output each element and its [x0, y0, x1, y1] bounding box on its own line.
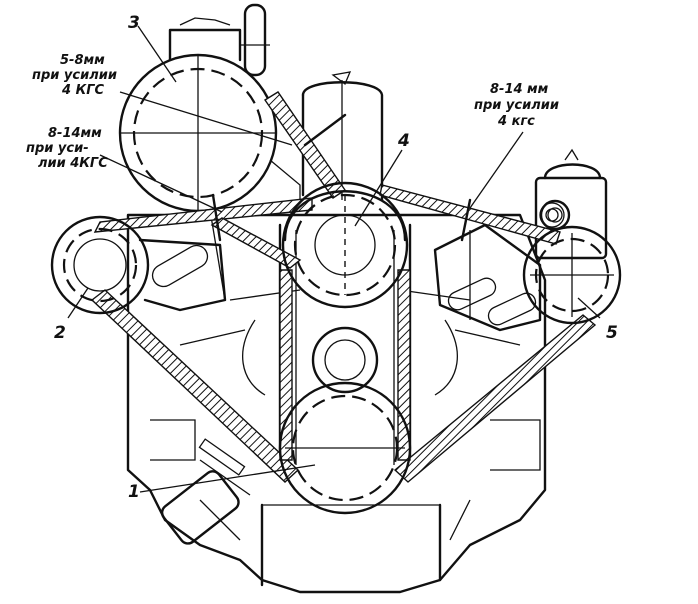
callout-steering-belt: 8-14 мм при усилии 4 кгс — [474, 82, 563, 129]
belt-crankshaft-steering — [393, 314, 597, 483]
callout-generator-belt: 8-14мм при уси- лии 4КГС — [26, 126, 108, 171]
leader-lines — [67, 25, 601, 493]
callout-compressor-belt: 5-8мм при усилии 4 КГС — [32, 53, 121, 98]
belt-generator-crankshaft — [90, 289, 300, 483]
steering-pump-bracket — [433, 223, 542, 332]
callout-line: 4 кгс — [497, 114, 535, 129]
callout-line: 5-8мм — [60, 53, 105, 68]
drive-belts — [90, 91, 597, 483]
callout-line: 8-14 мм — [490, 82, 549, 97]
tension-arrows — [211, 113, 472, 242]
part-number-steering-pump: 5 — [606, 323, 618, 343]
belt-compressor-tension — [210, 217, 302, 269]
water-pump-housing — [278, 71, 412, 472]
part-number-generator: 2 — [54, 323, 66, 343]
steering-pump-pulley — [522, 225, 622, 325]
oil-filter — [160, 438, 251, 545]
part-number-compressor: 3 — [128, 13, 140, 33]
callout-line: 4 КГС — [61, 83, 104, 98]
callout-line: при уси- — [26, 141, 89, 156]
generator-pulley — [50, 215, 150, 315]
callout-line: лии 4КГС — [38, 156, 108, 171]
callout-line: при усилии — [32, 68, 117, 83]
part-number-crankshaft: 1 — [128, 482, 140, 502]
part-number-water-pump: 4 — [397, 131, 410, 151]
callout-line: 8-14мм — [48, 126, 102, 141]
callout-line: при усилии — [474, 98, 559, 113]
crankshaft-pulley — [278, 381, 412, 515]
belt-water-pump-steering — [379, 184, 561, 245]
water-pump-pulley — [281, 181, 409, 309]
tensioner-pulley — [539, 199, 571, 231]
